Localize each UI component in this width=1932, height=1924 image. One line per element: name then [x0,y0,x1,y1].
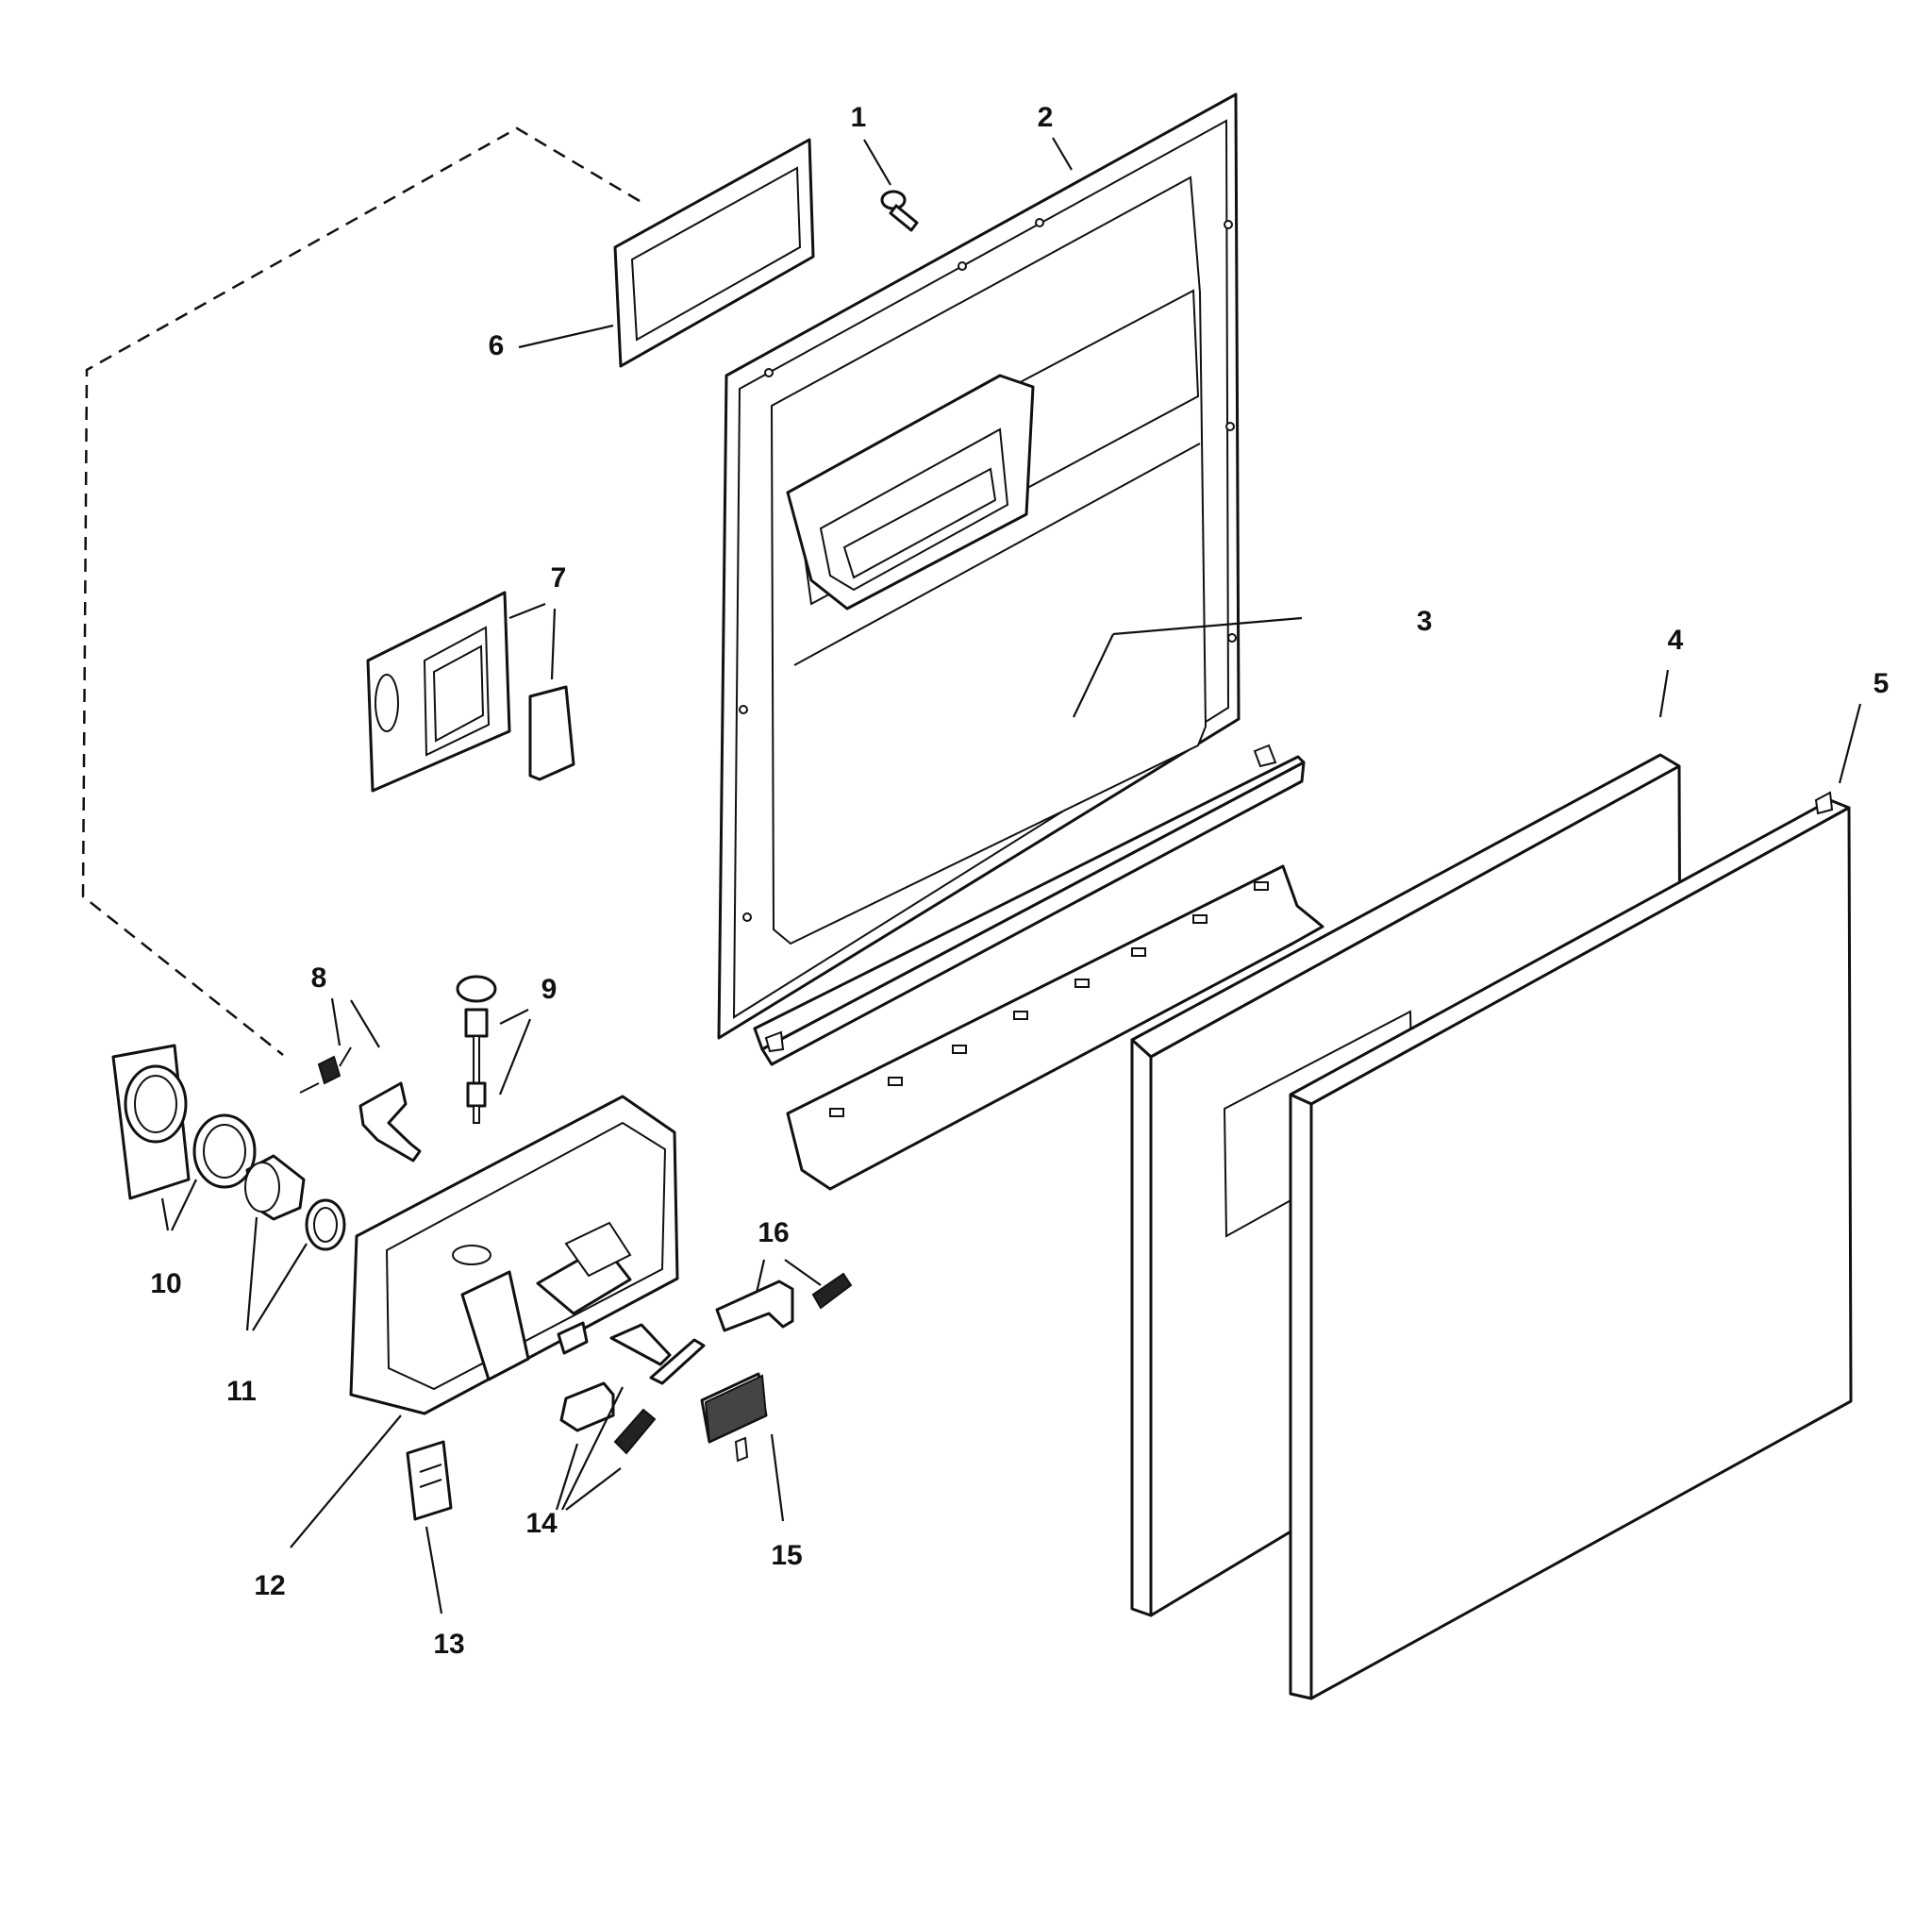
part-switch [700,1372,768,1463]
part-front-panel [1289,791,1853,1700]
callout-8: 8 [311,962,327,994]
callout-15: 15 [771,1540,802,1571]
leader-lines [160,137,1862,1614]
part-latch-set [559,1323,706,1455]
callout-6: 6 [489,330,505,361]
callout-14: 14 [525,1508,558,1539]
part-nozzle [244,1154,346,1251]
part-plunger [456,975,497,1124]
part-screw [880,190,919,232]
part-bottom-rail [753,744,1324,1191]
callout-13: 13 [433,1629,464,1660]
callout-2: 2 [1038,102,1054,133]
part-rinse-cover [366,591,575,793]
part-label-plate [406,1440,453,1521]
callout-9: 9 [541,974,558,1005]
callout-5: 5 [1874,668,1890,699]
callout-12: 12 [254,1570,285,1601]
part-gasket-frame [613,138,815,368]
callout-3: 3 [1417,606,1433,637]
callout-11: 11 [226,1376,257,1407]
part-dispenser-housing [349,1095,679,1415]
callout-7: 7 [551,562,567,594]
dispenser-group-outline [81,126,641,1056]
part-inner-door [717,92,1241,1040]
part-grille [111,1044,257,1200]
part-latch-arm [715,1272,853,1332]
callout-16: 16 [758,1217,789,1248]
callout-1: 1 [851,102,867,133]
callout-labels: 1 2 3 4 5 6 7 8 9 10 11 12 13 14 15 16 [150,102,1889,1660]
callout-4: 4 [1668,625,1684,656]
callout-10: 10 [150,1268,181,1299]
part-spring-lever [299,1046,422,1163]
